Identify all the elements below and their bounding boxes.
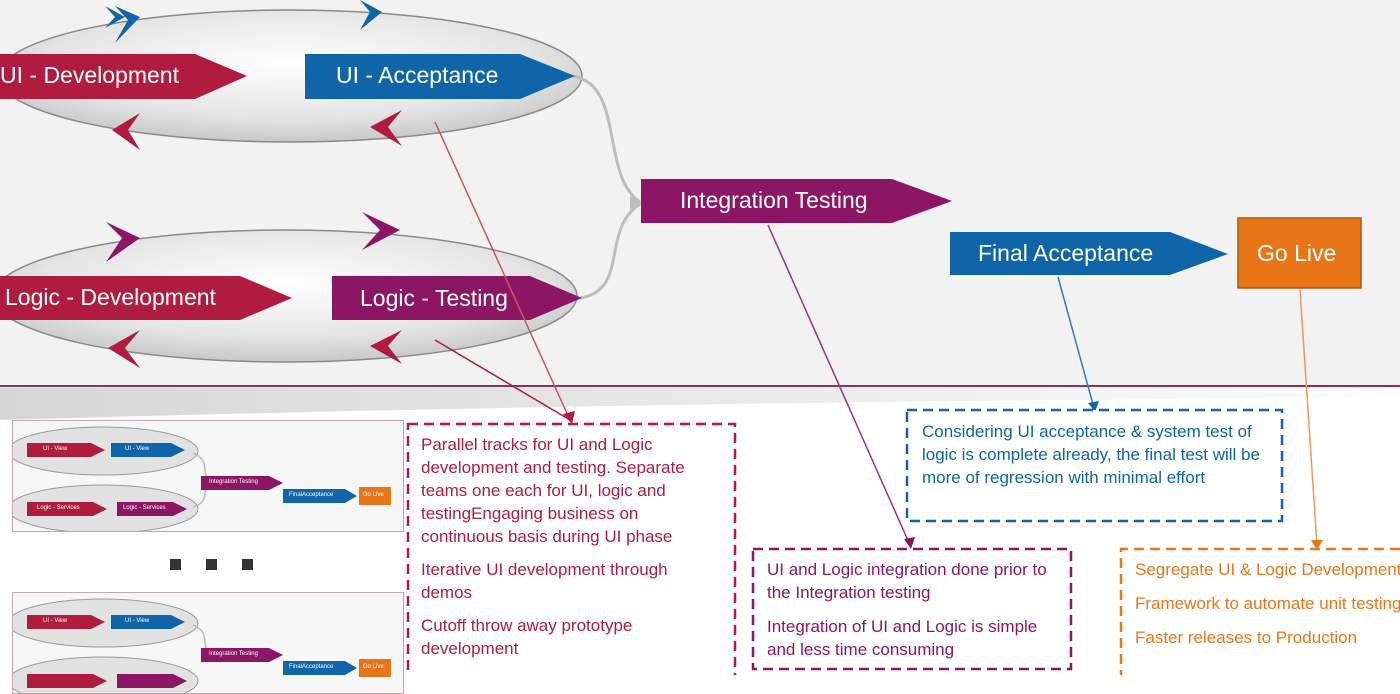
logic-cycle-chevron-icon: [106, 222, 140, 262]
callout-line-logic-testing: [434, 339, 571, 421]
thumbnail-final-label: FinalAcceptance: [289, 664, 334, 670]
final-acceptance-shape: [950, 232, 1228, 275]
note-golive-item: Framework to automate unit testing: [1135, 594, 1400, 613]
note-box-integration: [751, 547, 1073, 671]
ui-cycle-ellipse: [0, 9, 583, 143]
ui-acceptance-shape: [305, 54, 575, 99]
thumbnail-golive-label: Go Live: [363, 492, 384, 498]
logic-cycle-chevron-icon: [362, 212, 400, 250]
thumbnail-logic-label: Logic - Services: [37, 505, 80, 511]
ui-acceptance-label: UI - Acceptance: [336, 62, 499, 88]
ui-cycle-chevron-icon: [370, 110, 402, 146]
ui-development-shape: [0, 54, 247, 99]
connector-ui-to-integration: [572, 74, 641, 204]
thumbnail-diagram-2: UI - View UI - View Integration Testing …: [12, 592, 404, 694]
go-live-shape: [1237, 217, 1362, 289]
ui-cycle-chevron-icon: [112, 113, 140, 150]
callout-arrowhead-icon: [1088, 401, 1099, 412]
ui-cycle-chevron-icon: [105, 6, 140, 43]
note-integration-item: UI and Logic integration done prior to t…: [767, 560, 1047, 602]
thumbnail-ui-view-label: UI - View: [125, 618, 150, 624]
logic-testing-label: Logic - Testing: [360, 285, 508, 311]
dot-icon: [206, 559, 217, 570]
callout-line-integration: [767, 224, 911, 546]
thumbnail-ui-view-label: UI - View: [125, 446, 150, 452]
note-parallel-tracks: Parallel tracks for UI and Logic develop…: [421, 433, 721, 660]
thumbnail-final-label: FinalAcceptance: [289, 492, 334, 498]
note-box-parallel: [406, 422, 737, 675]
logic-development-shape: [0, 276, 292, 320]
note-final-item: Considering UI acceptance & system test …: [922, 422, 1260, 487]
note-parallel-item: Parallel tracks for UI and Logic develop…: [421, 435, 685, 546]
note-box-final: [905, 408, 1284, 523]
thumbnail-integration-label: Integration Testing: [209, 651, 258, 657]
thumbnail-ui-view-label: UI - View: [43, 446, 68, 452]
logic-development-label: Logic - Development: [5, 284, 216, 310]
note-parallel-item: Cutoff throw away prototype development: [421, 616, 633, 658]
ellipsis-dots: [170, 557, 278, 575]
note-golive-item: Segregate UI & Logic Development testing: [1135, 560, 1400, 579]
thumbnail-logic-label: Logic - Services: [123, 505, 166, 511]
diagram-canvas: [0, 0, 1400, 675]
callout-line-final-acceptance: [1057, 276, 1095, 409]
dot-icon: [242, 559, 253, 570]
note-integration: UI and Logic integration done prior to t…: [767, 558, 1063, 661]
divider-shadow: [0, 388, 1400, 420]
note-integration-item: Integration of UI and Logic is simple an…: [767, 617, 1038, 659]
note-go-live: Segregate UI & Logic Development testing…: [1135, 558, 1400, 675]
thumbnail-ui-view-label: UI - View: [43, 618, 68, 624]
thumbnail-canvas: [13, 426, 391, 531]
integration-testing-label: Integration Testing: [680, 187, 868, 213]
note-parallel-item: Iterative UI development through demos: [421, 560, 668, 602]
dot-icon: [170, 559, 181, 570]
thumbnail-golive-label: Go Live: [363, 664, 384, 670]
note-box-golive: [1119, 547, 1400, 675]
thumbnail-canvas: [13, 598, 391, 693]
ui-cycle-chevron-icon: [360, 0, 382, 30]
integration-testing-shape: [641, 179, 952, 223]
callout-arrowhead-icon: [904, 537, 915, 549]
callout-arrowhead-icon: [1311, 540, 1323, 550]
note-final-acceptance: Considering UI acceptance & system test …: [922, 420, 1270, 489]
note-golive-item: Faster releases to Production: [1135, 628, 1358, 647]
connector-logic-to-integration: [579, 202, 641, 300]
thumbnail-diagram-1: UI - View UI - View Logic - Services Log…: [12, 420, 404, 532]
callout-line-ui-acceptance: [434, 121, 571, 421]
callout-line-go-live: [1299, 289, 1318, 547]
connector-arrowhead-icon: [630, 196, 642, 210]
ui-development-label: UI - Development: [0, 62, 179, 88]
go-live-label: Go Live: [1257, 240, 1337, 266]
thumbnail-integration-label: Integration Testing: [209, 479, 258, 485]
logic-cycle-chevron-icon: [108, 330, 140, 368]
callout-arrowhead-icon: [563, 411, 575, 424]
logic-cycle-chevron-icon: [370, 330, 402, 364]
final-acceptance-label: Final Acceptance: [978, 240, 1154, 266]
